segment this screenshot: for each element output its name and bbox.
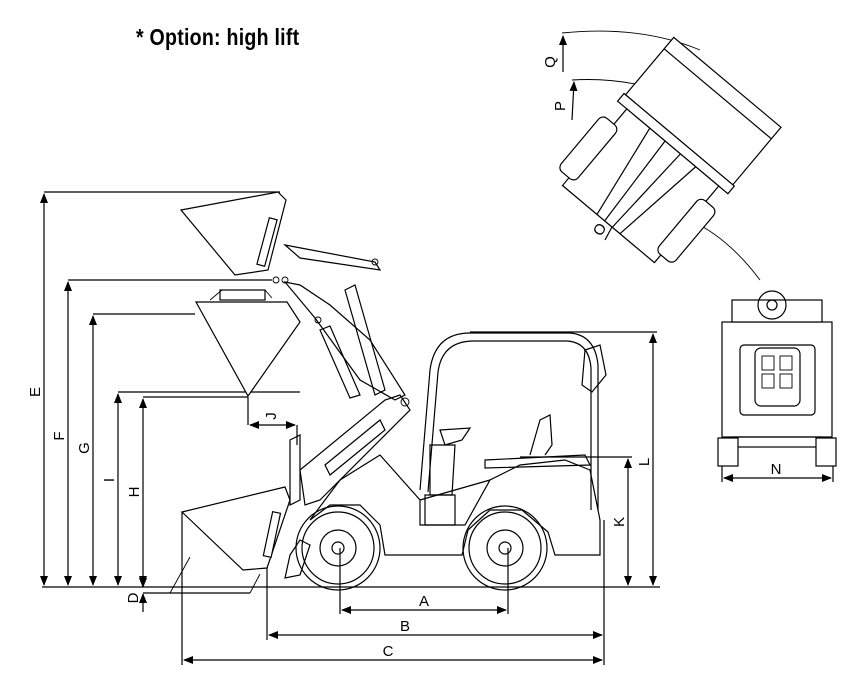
dimension-J: J xyxy=(247,397,298,445)
label-K: K xyxy=(611,517,628,527)
top-view-articulated: Q P O xyxy=(542,30,782,281)
label-N: N xyxy=(771,461,782,478)
label-Q: Q xyxy=(542,56,559,68)
dimension-B: B xyxy=(266,520,605,665)
dimension-A: A xyxy=(339,548,509,614)
label-D: D xyxy=(125,592,142,603)
label-B: B xyxy=(400,618,410,635)
dimension-G: G xyxy=(76,313,195,586)
dimension-C: C xyxy=(181,512,603,665)
bucket-raised-dump xyxy=(179,191,289,284)
label-G: G xyxy=(76,442,93,454)
loader-arm-lowered xyxy=(284,394,411,579)
dimension-D: D xyxy=(125,556,261,612)
dimension-L: L xyxy=(470,331,657,586)
front-wheel xyxy=(295,505,381,591)
dimension-F: F xyxy=(51,279,272,586)
dimension-I: I xyxy=(101,391,300,586)
label-P: P xyxy=(552,101,569,111)
dimension-N: N xyxy=(721,461,834,482)
rops-frame xyxy=(419,332,607,510)
label-L: L xyxy=(636,458,653,466)
arc-Q xyxy=(561,30,701,51)
dimension-H: H xyxy=(126,396,248,586)
loader-chassis xyxy=(309,414,601,556)
loader-arm-raised xyxy=(282,243,406,401)
label-H: H xyxy=(126,487,143,498)
top-view-machine xyxy=(717,290,837,467)
label-C: C xyxy=(383,643,394,660)
label-J: J xyxy=(263,412,280,420)
diagram-title: * Option: high lift xyxy=(136,24,300,50)
label-A: A xyxy=(419,593,429,610)
label-E: E xyxy=(27,387,44,397)
label-I: I xyxy=(101,478,118,482)
rear-wheel xyxy=(462,505,548,591)
label-F: F xyxy=(51,431,68,440)
dimension-E: E xyxy=(27,191,280,586)
bucket-raised-level xyxy=(194,289,301,398)
bucket-lowered xyxy=(180,486,291,571)
